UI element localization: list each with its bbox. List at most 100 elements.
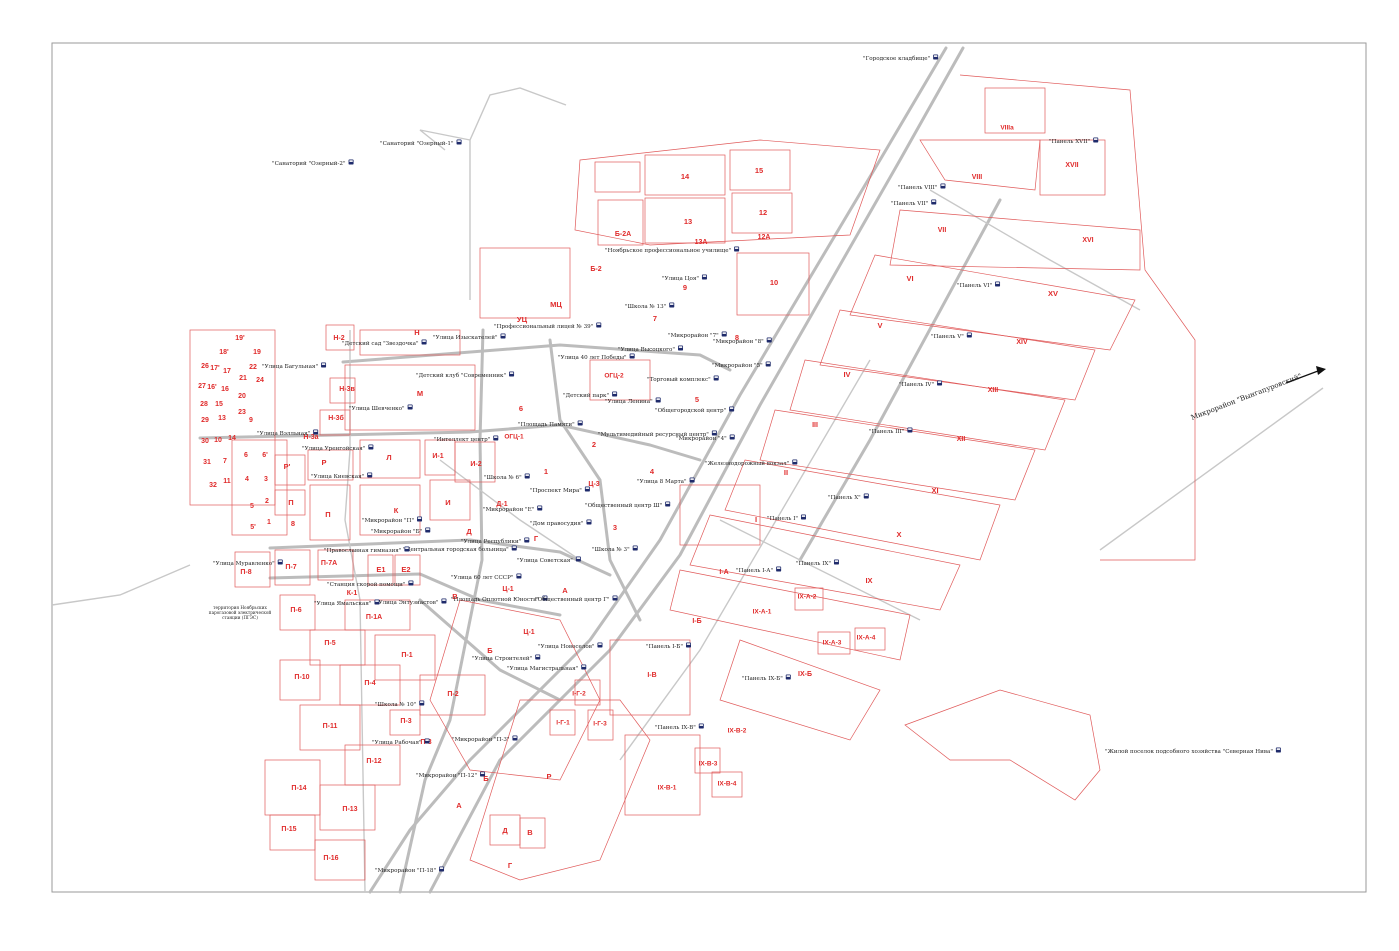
bus-stop[interactable]: "Микрорайон "8": [713, 337, 772, 346]
bus-stop[interactable]: "Улица Ямальская": [314, 599, 380, 608]
bus-stop[interactable]: "Панель XVII": [1049, 137, 1099, 146]
district-label: В: [527, 828, 533, 837]
bus-stop-label: "Школа № 13": [625, 304, 667, 310]
bus-icon: [931, 199, 937, 205]
bus-stop[interactable]: "Детский клуб "Современник": [416, 371, 515, 380]
bus-stop[interactable]: "Панель VI": [957, 281, 1001, 290]
bus-stop[interactable]: "Улица 8 Марта": [637, 477, 695, 486]
bus-stop[interactable]: "Улица Уренгойская": [302, 444, 374, 453]
bus-stop[interactable]: "Улица Киевская": [311, 472, 373, 481]
bus-stop[interactable]: "Улица 60 лет СССР": [451, 573, 522, 582]
bus-stop[interactable]: "Панель IX-В": [655, 723, 704, 732]
bus-stop[interactable]: "Городское кладбище": [863, 54, 939, 63]
bus-stop[interactable]: "Улица Энтузиастов": [376, 598, 447, 607]
bus-icon: [665, 501, 671, 507]
bus-stop[interactable]: "Центральная городская больница": [403, 545, 517, 554]
bus-stop[interactable]: "Панель VII": [891, 199, 937, 208]
bus-stop[interactable]: "Площадь Памяти": [518, 420, 583, 429]
bus-stop[interactable]: "Детский парк": [563, 391, 618, 400]
bus-stop-label: "Улица Уренгойская": [302, 446, 366, 452]
bus-stop[interactable]: "Станция скорой помощи": [327, 580, 414, 589]
prospect-mira: [398, 328, 485, 894]
bus-stop[interactable]: "Улица Новоселов": [538, 642, 603, 651]
bus-stop[interactable]: "Проспект Мира": [530, 486, 590, 495]
bus-stop[interactable]: "Микрорайон "П-18": [375, 866, 445, 875]
bus-icon: [933, 54, 939, 60]
bus-stop[interactable]: "Санаторий "Озерный-1": [380, 139, 462, 148]
bus-stop[interactable]: "Общегородской центр": [655, 406, 735, 415]
bus-stop[interactable]: "Детский сад "Звездочка": [342, 339, 427, 348]
street-vyalnaya: [198, 423, 702, 462]
bus-stop[interactable]: "Улица Магистральная": [507, 664, 587, 673]
bus-stop[interactable]: "Панель V": [931, 332, 972, 341]
bus-stop[interactable]: "Микрорайон "7": [668, 331, 727, 340]
bus-stop[interactable]: "Улица Багульная": [262, 362, 327, 371]
bus-stop[interactable]: "Жилой поселок подсобного хозяйства "Сев…: [1105, 747, 1281, 756]
district-label: П-15: [281, 826, 296, 833]
bus-stop-label: "Панель IV": [899, 382, 934, 388]
district-label: 6: [519, 404, 523, 413]
bus-icon: [277, 559, 283, 565]
bus-stop[interactable]: "Профессиональный лицей № 39": [494, 322, 602, 331]
bus-stop[interactable]: "Микрорайон "4": [676, 434, 735, 443]
bus-stop[interactable]: "Улица Строителей": [472, 654, 541, 663]
bus-stop[interactable]: "Улица Цоя": [662, 274, 707, 283]
bus-stop[interactable]: "Санаторий "Озерный-2": [272, 159, 354, 168]
bus-stop[interactable]: "Панель X": [828, 493, 869, 502]
district-label: IX-Б: [798, 671, 812, 678]
bus-stop-label: "Микрорайон "П-3": [452, 737, 510, 743]
bus-stop[interactable]: "Панель IX": [796, 559, 839, 568]
bus-stop[interactable]: "Улица Вэлльная": [257, 429, 319, 438]
bus-stop[interactable]: "Школа № 13": [625, 302, 675, 311]
bus-stop[interactable]: "Микрорайон "П": [362, 516, 423, 525]
bus-stop[interactable]: "Микрорайон "П-3": [452, 735, 518, 744]
bus-stop[interactable]: "Школа № 10": [375, 700, 425, 709]
bus-stop[interactable]: "Микрорайон "Б": [371, 527, 431, 536]
bus-stop[interactable]: "Улица Муравленко": [213, 559, 283, 568]
bus-stop-label: "Проспект Мира": [530, 488, 582, 494]
bus-stop[interactable]: "Улица Советская": [517, 556, 581, 565]
bus-stop[interactable]: "Микрорайон "П-12": [416, 771, 486, 780]
bus-stop[interactable]: "Панель I": [767, 514, 806, 523]
district-label: I-Г-2: [572, 691, 586, 698]
bus-stop[interactable]: "Микрорайон "Е": [483, 505, 543, 514]
bus-stop[interactable]: "Панель III": [869, 427, 913, 436]
bus-stop[interactable]: "Ноябрьское профессиональное училище": [605, 246, 740, 255]
bus-stop[interactable]: "Железнодорожный вокзал": [705, 459, 798, 468]
bus-stop[interactable]: "Торговый комплекс": [647, 375, 719, 384]
bus-stop[interactable]: "Панель VIII": [898, 183, 946, 192]
bus-stop[interactable]: "Общественный центр Ш": [585, 501, 671, 510]
bus-stop-label: "Улица Ленина": [605, 399, 653, 405]
bus-stop[interactable]: "Улица Рабочая": [372, 738, 430, 747]
district-label: Е2: [401, 565, 410, 574]
district-label: 7: [653, 314, 657, 323]
bus-stop[interactable]: "Улица Ленина": [605, 397, 661, 406]
bus-icon: [629, 353, 635, 359]
bus-stop[interactable]: "Общественный центр Г": [535, 595, 618, 604]
bus-stop[interactable]: "Улица Шевченко": [349, 404, 413, 413]
bus-stop[interactable]: "Панель I-Б": [646, 642, 691, 651]
bus-stop[interactable]: "Панель I-А": [736, 566, 782, 575]
bus-stop[interactable]: "Улица Высоцкого": [618, 345, 684, 354]
bus-stop[interactable]: "Площадь Оплотной Юности": [451, 595, 548, 604]
bus-icon: [367, 472, 373, 478]
bus-stop[interactable]: "Школа № 3": [592, 545, 638, 554]
district-label: IX-В-3: [699, 761, 718, 768]
district-label: 6': [262, 452, 268, 459]
bus-stop-label: "Детский парк": [563, 393, 610, 399]
bus-stop[interactable]: "Улица Республики": [461, 537, 530, 546]
district-label: 16': [207, 384, 217, 391]
district-label: П-4: [364, 680, 375, 687]
bus-stop[interactable]: "Панель IV": [899, 380, 943, 389]
bus-stop[interactable]: "Интеллект центр": [434, 435, 499, 444]
bus-stop[interactable]: "Панель IX-Б": [742, 674, 791, 683]
bus-stop[interactable]: "Улица 40 лет Победы": [558, 353, 635, 362]
bus-stop[interactable]: "Мультимедийный ресурсный центр": [598, 430, 717, 439]
bus-stop[interactable]: "Школа № 6": [484, 473, 530, 482]
bus-stop[interactable]: "Православная гимназия": [324, 546, 410, 555]
bus-stop[interactable]: "Микрорайон "5": [712, 361, 771, 370]
bus-stop[interactable]: "Дом правосудия": [530, 519, 592, 528]
bus-stop[interactable]: "Улица Изыскателей": [433, 333, 506, 342]
